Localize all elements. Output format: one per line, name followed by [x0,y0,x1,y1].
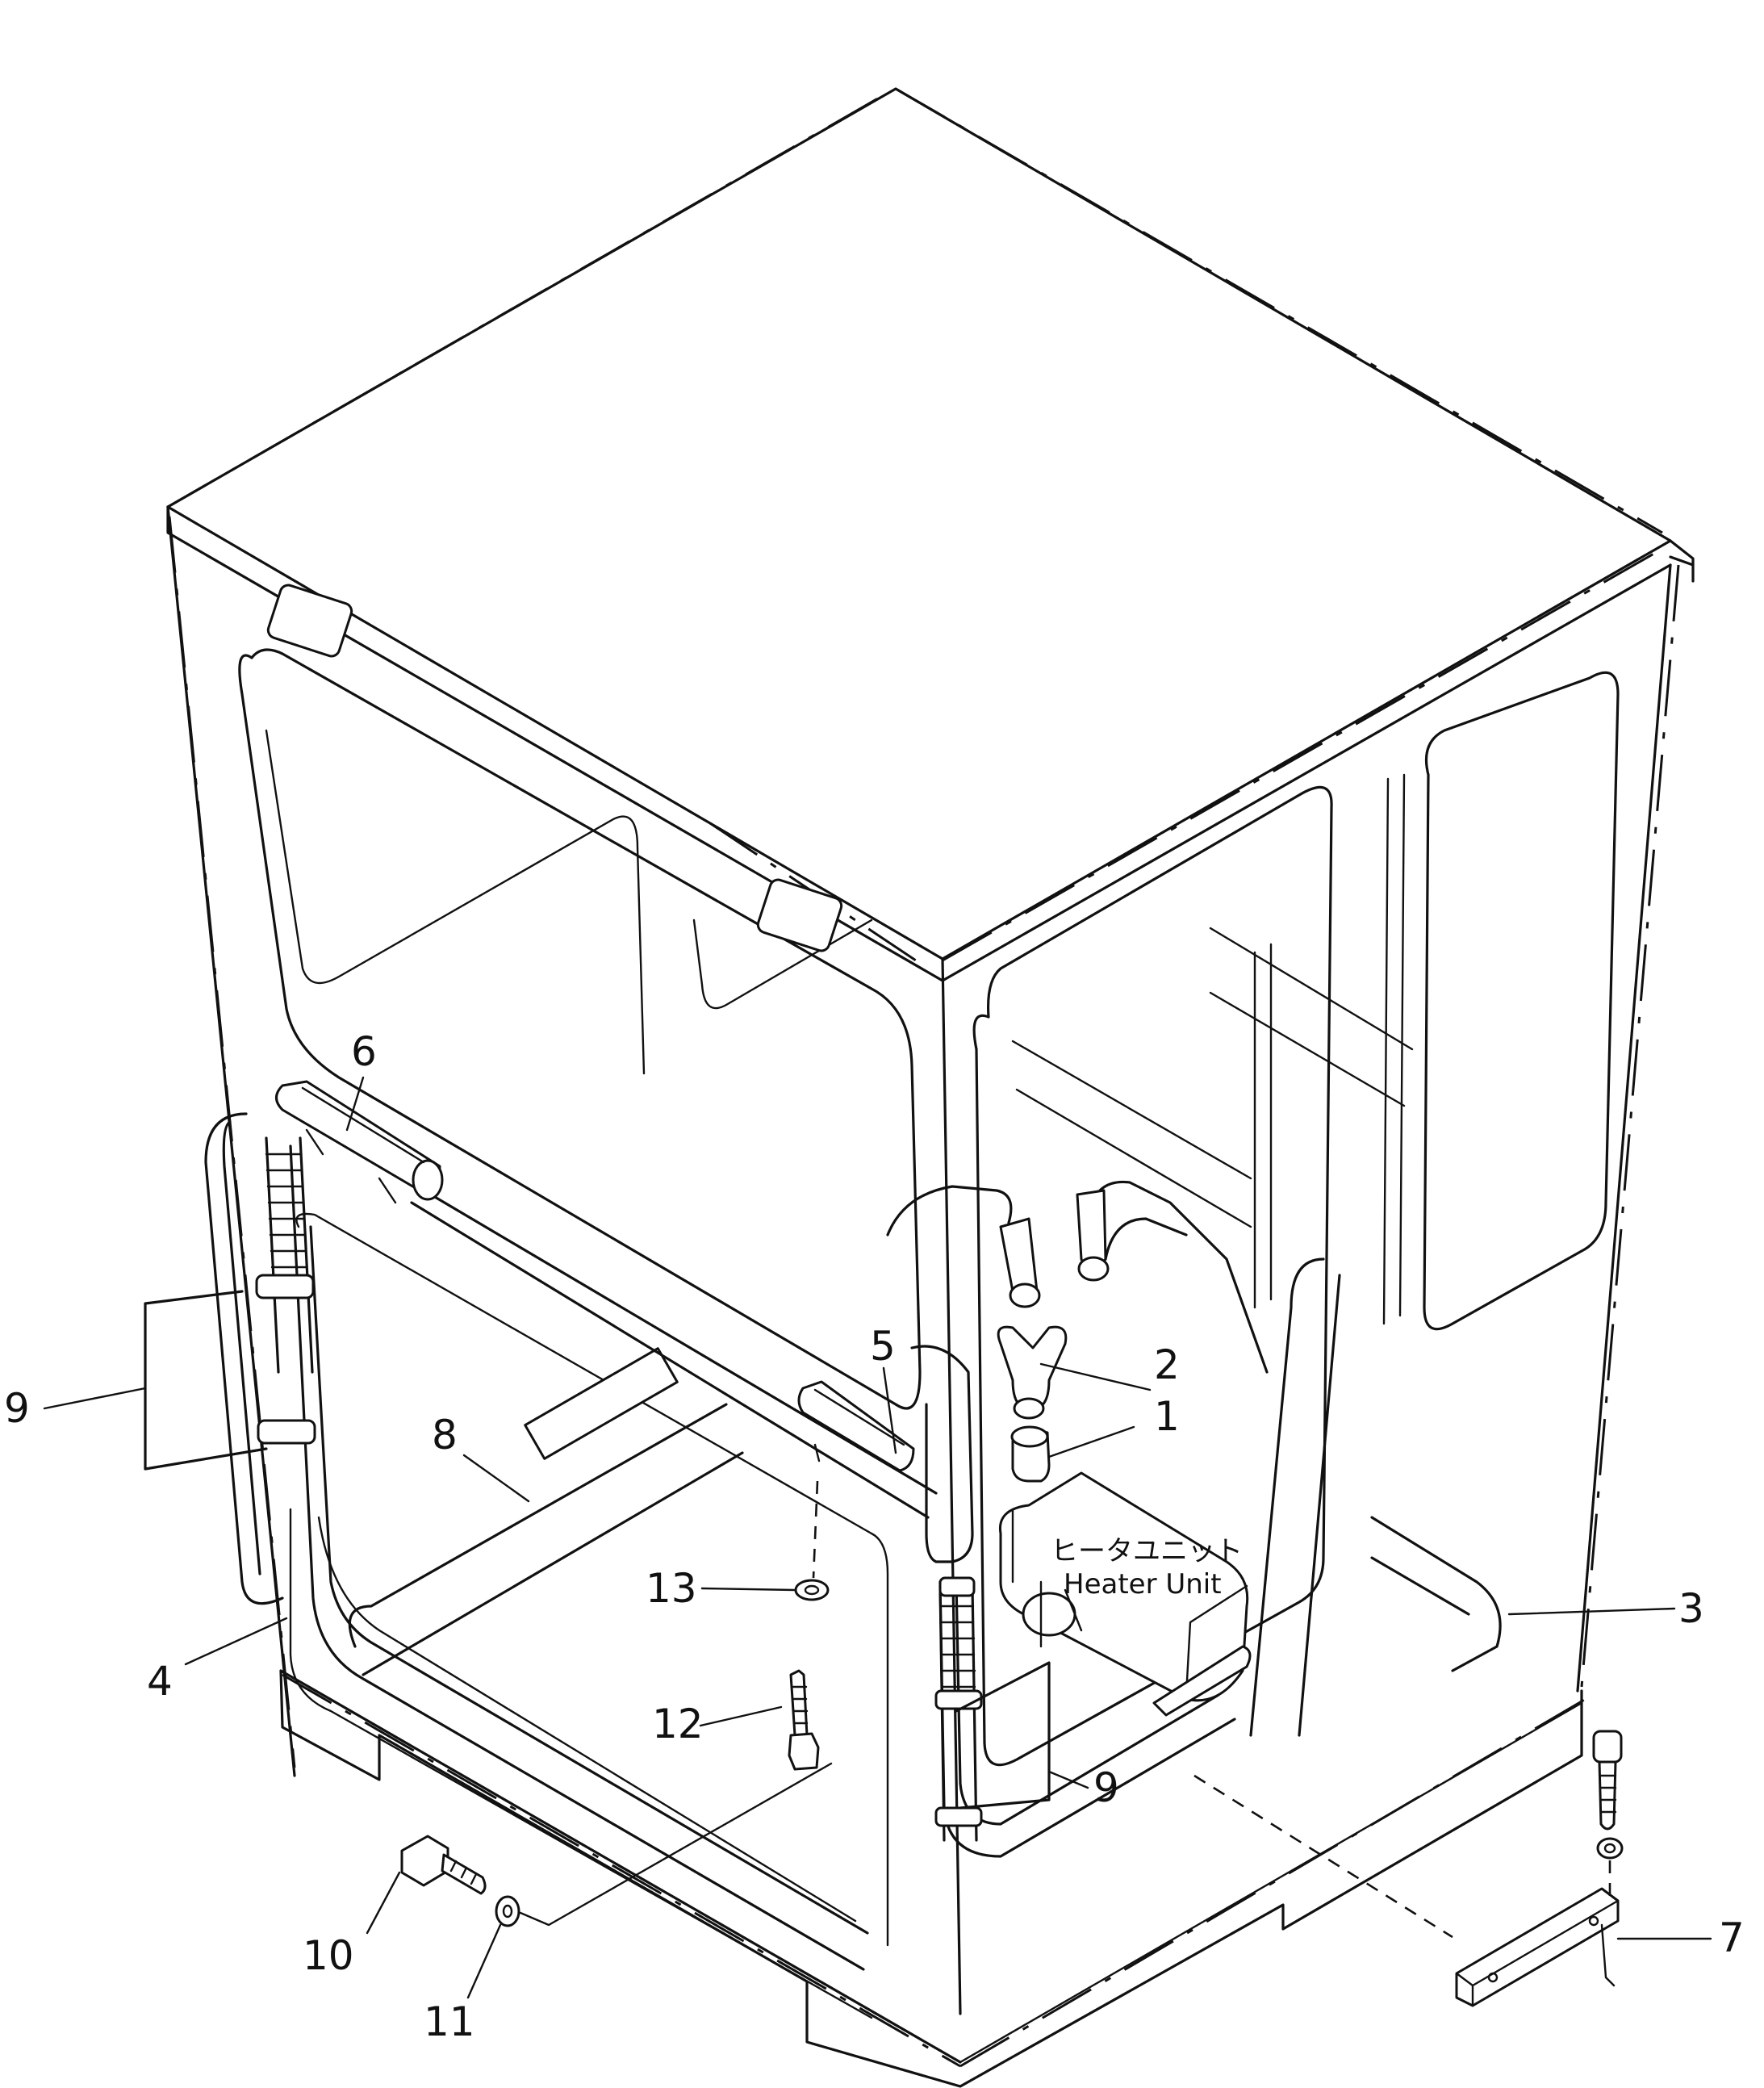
part-12-bolt [788,1669,820,1771]
left-lower-edge [289,1508,873,2019]
callout-3: 3 [1678,1585,1704,1632]
duct-4-run-inner [309,1225,869,1935]
heater-unit-label-en: Heater Unit [1064,1568,1222,1601]
duct-8 [348,1403,744,1676]
part-9-bracket-right [955,1661,1051,1810]
part-2-y-joint [997,1325,1068,1420]
ducts [204,1112,1502,1971]
front-corrugated-hose [934,1576,983,1842]
duct-4-run [289,1144,865,1971]
cab-right-edge [1576,563,1672,1693]
upper-diagonal-duct [402,1177,938,1519]
heater-unit-label-jp: ヒータユニット [1051,1535,1243,1567]
heater-hose-left [886,1185,1013,1236]
cab-body [166,87,1695,2088]
left-duct-inner [222,1120,261,1575]
callout-2: 2 [1154,1341,1180,1388]
right-inner-rails [1011,927,1414,1228]
roof-lamp-center [756,878,843,952]
part-6-register [275,1080,444,1204]
callout-5: 5 [870,1323,896,1370]
part-1-sleeve [1010,1425,1051,1483]
roof-molding [1669,539,1695,583]
left-window-upper [238,648,922,1410]
left-duct-outer [204,1112,284,1605]
part-7-bracket [1455,1887,1620,2007]
part-11-washer [495,1762,833,1927]
duct-5-elbow [910,1345,974,1563]
callout-11: 11 [424,1998,475,2045]
part-10-bolt [400,1835,487,1895]
right-window-door [972,785,1333,1767]
left-lower-panel-2 [317,1516,857,1923]
right-frame-bars [1253,773,1406,1325]
callouts: 1 2 3 4 5 6 7 8 9 9 10 11 12 13 [4,1028,1745,2045]
left-window-inner-2 [692,918,873,1010]
callout-6: 6 [351,1028,377,1075]
callout-4: 4 [147,1658,173,1705]
part-5-register [797,1380,915,1472]
heater-hose-right-2 [1104,1217,1188,1261]
callout-13: 13 [646,1565,697,1612]
cab-right-top-rail [941,563,1672,982]
part-9-bracket-left [144,1290,268,1471]
right-window-rear [1423,671,1620,1331]
hose-nipples [999,1189,1110,1308]
leader-lines [43,1076,1712,1999]
callout-9-left: 9 [4,1385,30,1432]
right-vertical-duct [1249,1257,1341,1737]
duct-8-sleeve [524,1347,679,1460]
left-window-inner-1 [265,729,646,1075]
callout-10: 10 [303,1932,354,1979]
left-lower-panel [295,1212,889,1947]
callout-12: 12 [652,1701,704,1747]
cab-left-top-rail [166,505,944,982]
cab-roof [166,87,1672,960]
duct-3 [1370,1516,1502,1672]
callout-8: 8 [432,1412,458,1458]
heater-unit-label: ヒータユニット Heater Unit [1051,1535,1243,1601]
callout-9-right: 9 [1093,1764,1119,1811]
callout-1: 1 [1154,1393,1180,1440]
left-corrugated-hose [255,1136,316,1445]
heater-unit [998,1471,1252,1717]
callout-7: 7 [1719,1914,1745,1961]
center-lines [167,87,1680,2068]
part-7-bolt [1193,1730,1624,1939]
roof-lamp-left [266,584,353,658]
cab-front-edge [941,957,962,2015]
cab-base-plate [279,1669,1583,2088]
